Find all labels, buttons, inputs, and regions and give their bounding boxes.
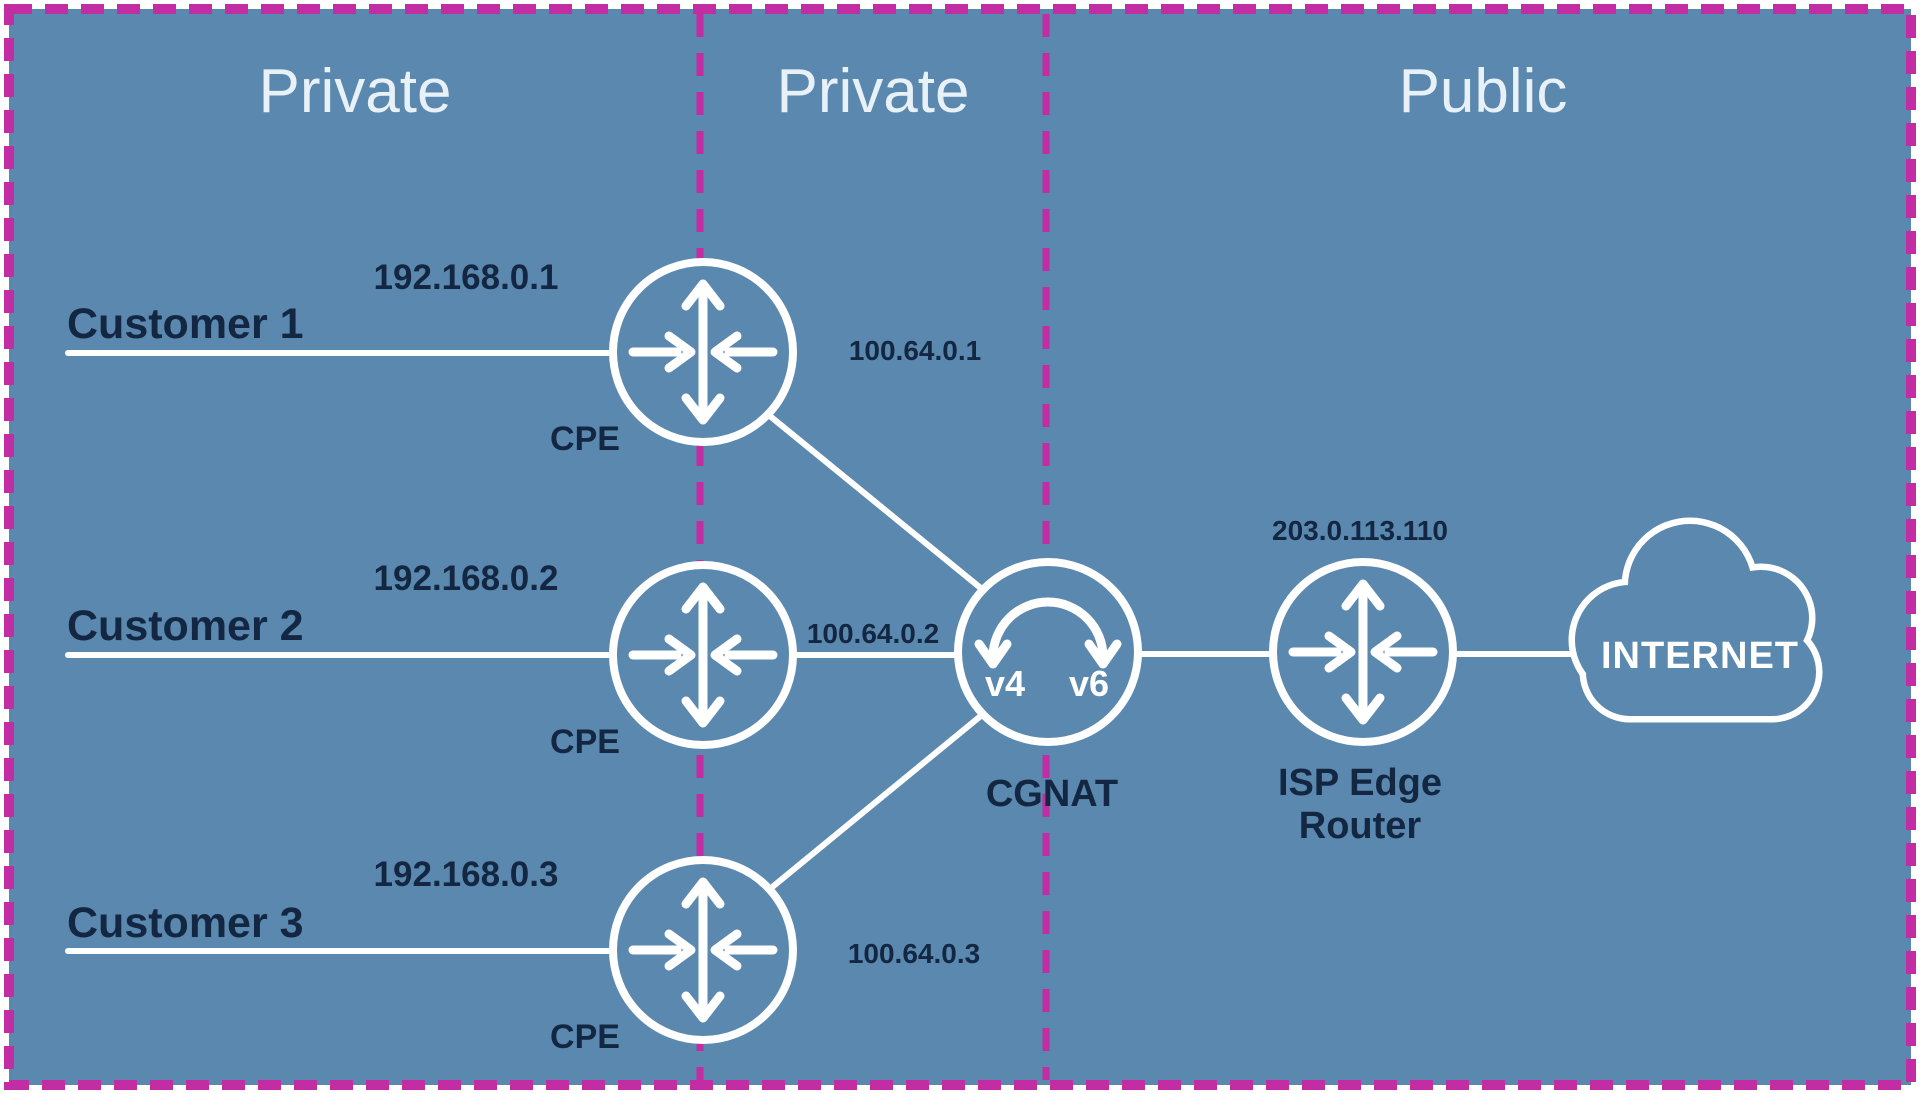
cpe1-label: CPE [550, 420, 620, 458]
link-cpe1-cgnat [762, 409, 991, 597]
customer1-cgn-ip: 100.64.0.1 [849, 335, 981, 366]
cpe1-router-icon [613, 262, 793, 442]
zone-label-private-carrier: Private [777, 57, 970, 126]
cpe2-label: CPE [550, 723, 620, 761]
link-cpe3-cgnat [762, 707, 991, 896]
customer1-lan-ip: 192.168.0.1 [374, 258, 559, 297]
customer2-cgn-ip: 100.64.0.2 [807, 618, 939, 649]
isp-router-label-line1: ISP Edge [1278, 762, 1442, 804]
customer3-cgn-ip: 100.64.0.3 [848, 938, 980, 969]
zone-label-public: Public [1399, 57, 1568, 126]
isp-router-label-line2: Router [1299, 805, 1422, 847]
cgnat-router-icon: v4 v6 [954, 558, 1142, 746]
cgnat-v6-tag: v6 [1069, 663, 1109, 704]
cpe3-label: CPE [550, 1018, 620, 1056]
cpe2-router-icon [613, 565, 793, 745]
cpe3-router-icon [613, 860, 793, 1040]
customer2-lan-ip: 192.168.0.2 [374, 559, 559, 598]
nat-translation-arc [988, 597, 1108, 662]
cgnat-v4-tag: v4 [985, 663, 1025, 704]
customer1-name: Customer 1 [67, 300, 304, 348]
customer3-name: Customer 3 [67, 899, 304, 947]
customer3-lan-ip: 192.168.0.3 [374, 855, 559, 894]
customer2-name: Customer 2 [67, 602, 304, 650]
internet-cloud-icon [1568, 517, 1823, 723]
isp-router-public-ip: 203.0.113.110 [1272, 515, 1448, 546]
zone-label-private-lan: Private [259, 57, 452, 126]
internet-label: INTERNET [1601, 635, 1799, 677]
cgnat-label: CGNAT [986, 773, 1118, 815]
diagram-border [4, 4, 1916, 1090]
isp-edge-router-icon [1273, 562, 1453, 742]
